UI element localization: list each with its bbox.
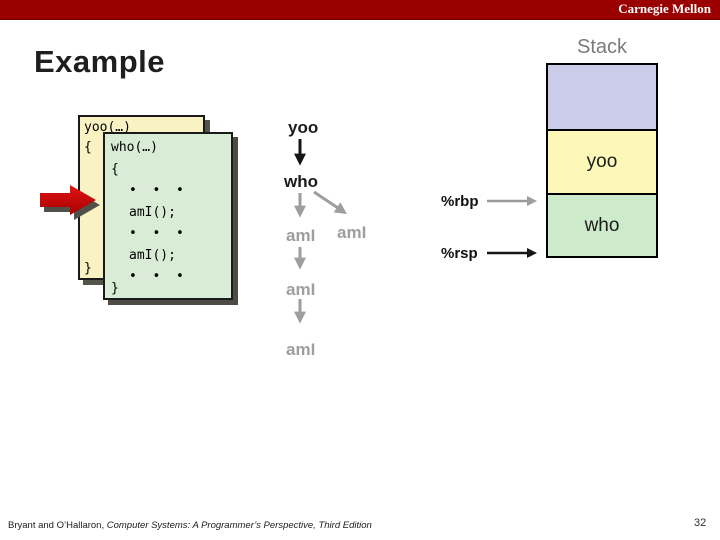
footer-book-title: Computer Systems: A Programmer’s Perspec… <box>106 520 372 531</box>
code-line: • • • <box>129 269 184 284</box>
call-node-ami-4: amI <box>286 340 316 359</box>
call-node-yoo: yoo <box>288 118 319 137</box>
page-title: Example <box>34 44 166 79</box>
stack-frame-label: who <box>584 214 620 236</box>
footer-citation: Bryant and O’Hallaron, Computer Systems:… <box>8 520 372 531</box>
code-line: } <box>84 261 92 276</box>
call-node-ami-1: amI <box>286 226 316 245</box>
code-line: yoo(…) <box>84 120 131 135</box>
code-line: amI(); <box>129 204 176 220</box>
code-line: amI(); <box>129 247 176 263</box>
call-node-who: who <box>284 172 318 191</box>
page-number: 32 <box>694 517 707 529</box>
top-banner: Carnegie Mellon <box>0 0 720 20</box>
code-line: } <box>111 281 119 296</box>
register-rbp-label: %rbp <box>441 193 479 210</box>
stack-heading: Stack <box>576 36 628 58</box>
code-line: { <box>84 140 92 155</box>
code-line: { <box>111 161 119 177</box>
code-line: • • • <box>129 226 184 241</box>
code-card-who: who(…) { • • • amI(); • • • amI(); • • •… <box>103 132 233 300</box>
stack-frame-empty <box>546 63 658 131</box>
code-line: who(…) <box>111 140 158 155</box>
brand-text: Carnegie Mellon <box>618 1 711 16</box>
arrow-who-to-ami-right <box>313 190 347 214</box>
stack-diagram: yoo who <box>546 63 658 258</box>
stack-frame-label: yoo <box>586 151 618 172</box>
stack-frame-who: who <box>546 193 658 258</box>
call-node-ami-3: amI <box>286 280 316 299</box>
stack-frame-yoo: yoo <box>546 129 658 195</box>
red-pointer-arrow-icon <box>40 185 100 220</box>
red-arrow-body <box>40 185 96 215</box>
call-node-ami-2: amI <box>337 223 367 242</box>
register-rsp-label: %rsp <box>441 245 478 262</box>
footer-authors: Bryant and O’Hallaron, <box>8 520 107 531</box>
code-line: • • • <box>129 183 184 198</box>
